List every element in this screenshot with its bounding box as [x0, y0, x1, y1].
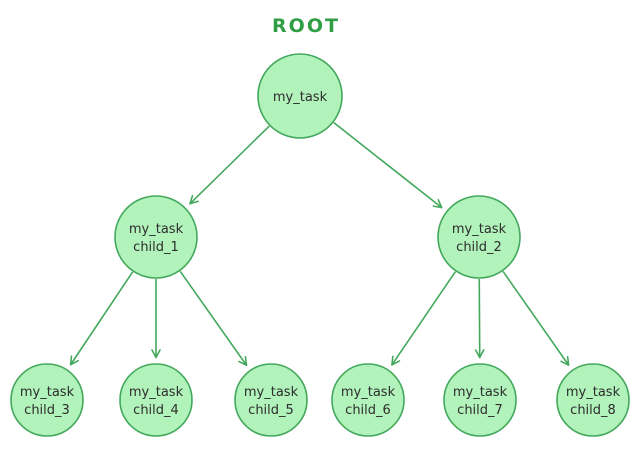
- edge-child_1-to-child_5: [179, 270, 248, 367]
- node-circle-child_5[interactable]: [234, 363, 308, 437]
- tree-node-root[interactable]: my_task: [257, 53, 343, 139]
- edge-root-to-child_2: [333, 121, 443, 209]
- edge-child_2-to-child_6: [391, 271, 457, 366]
- node-circle-child_2[interactable]: [437, 195, 521, 279]
- node-circle-child_7[interactable]: [443, 363, 517, 437]
- node-circle-child_3[interactable]: [10, 363, 84, 437]
- edge-root-to-child_1: [189, 125, 270, 205]
- node-circle-root[interactable]: [257, 53, 343, 139]
- node-circle-child_8[interactable]: [556, 363, 630, 437]
- edge-child_2-to-child_8: [502, 270, 570, 366]
- node-circle-child_4[interactable]: [119, 363, 193, 437]
- node-circle-child_1[interactable]: [114, 195, 198, 279]
- edge-child_1-to-child_3: [69, 271, 134, 366]
- diagram-title: ROOT: [272, 15, 340, 37]
- node-circle-child_6[interactable]: [331, 363, 405, 437]
